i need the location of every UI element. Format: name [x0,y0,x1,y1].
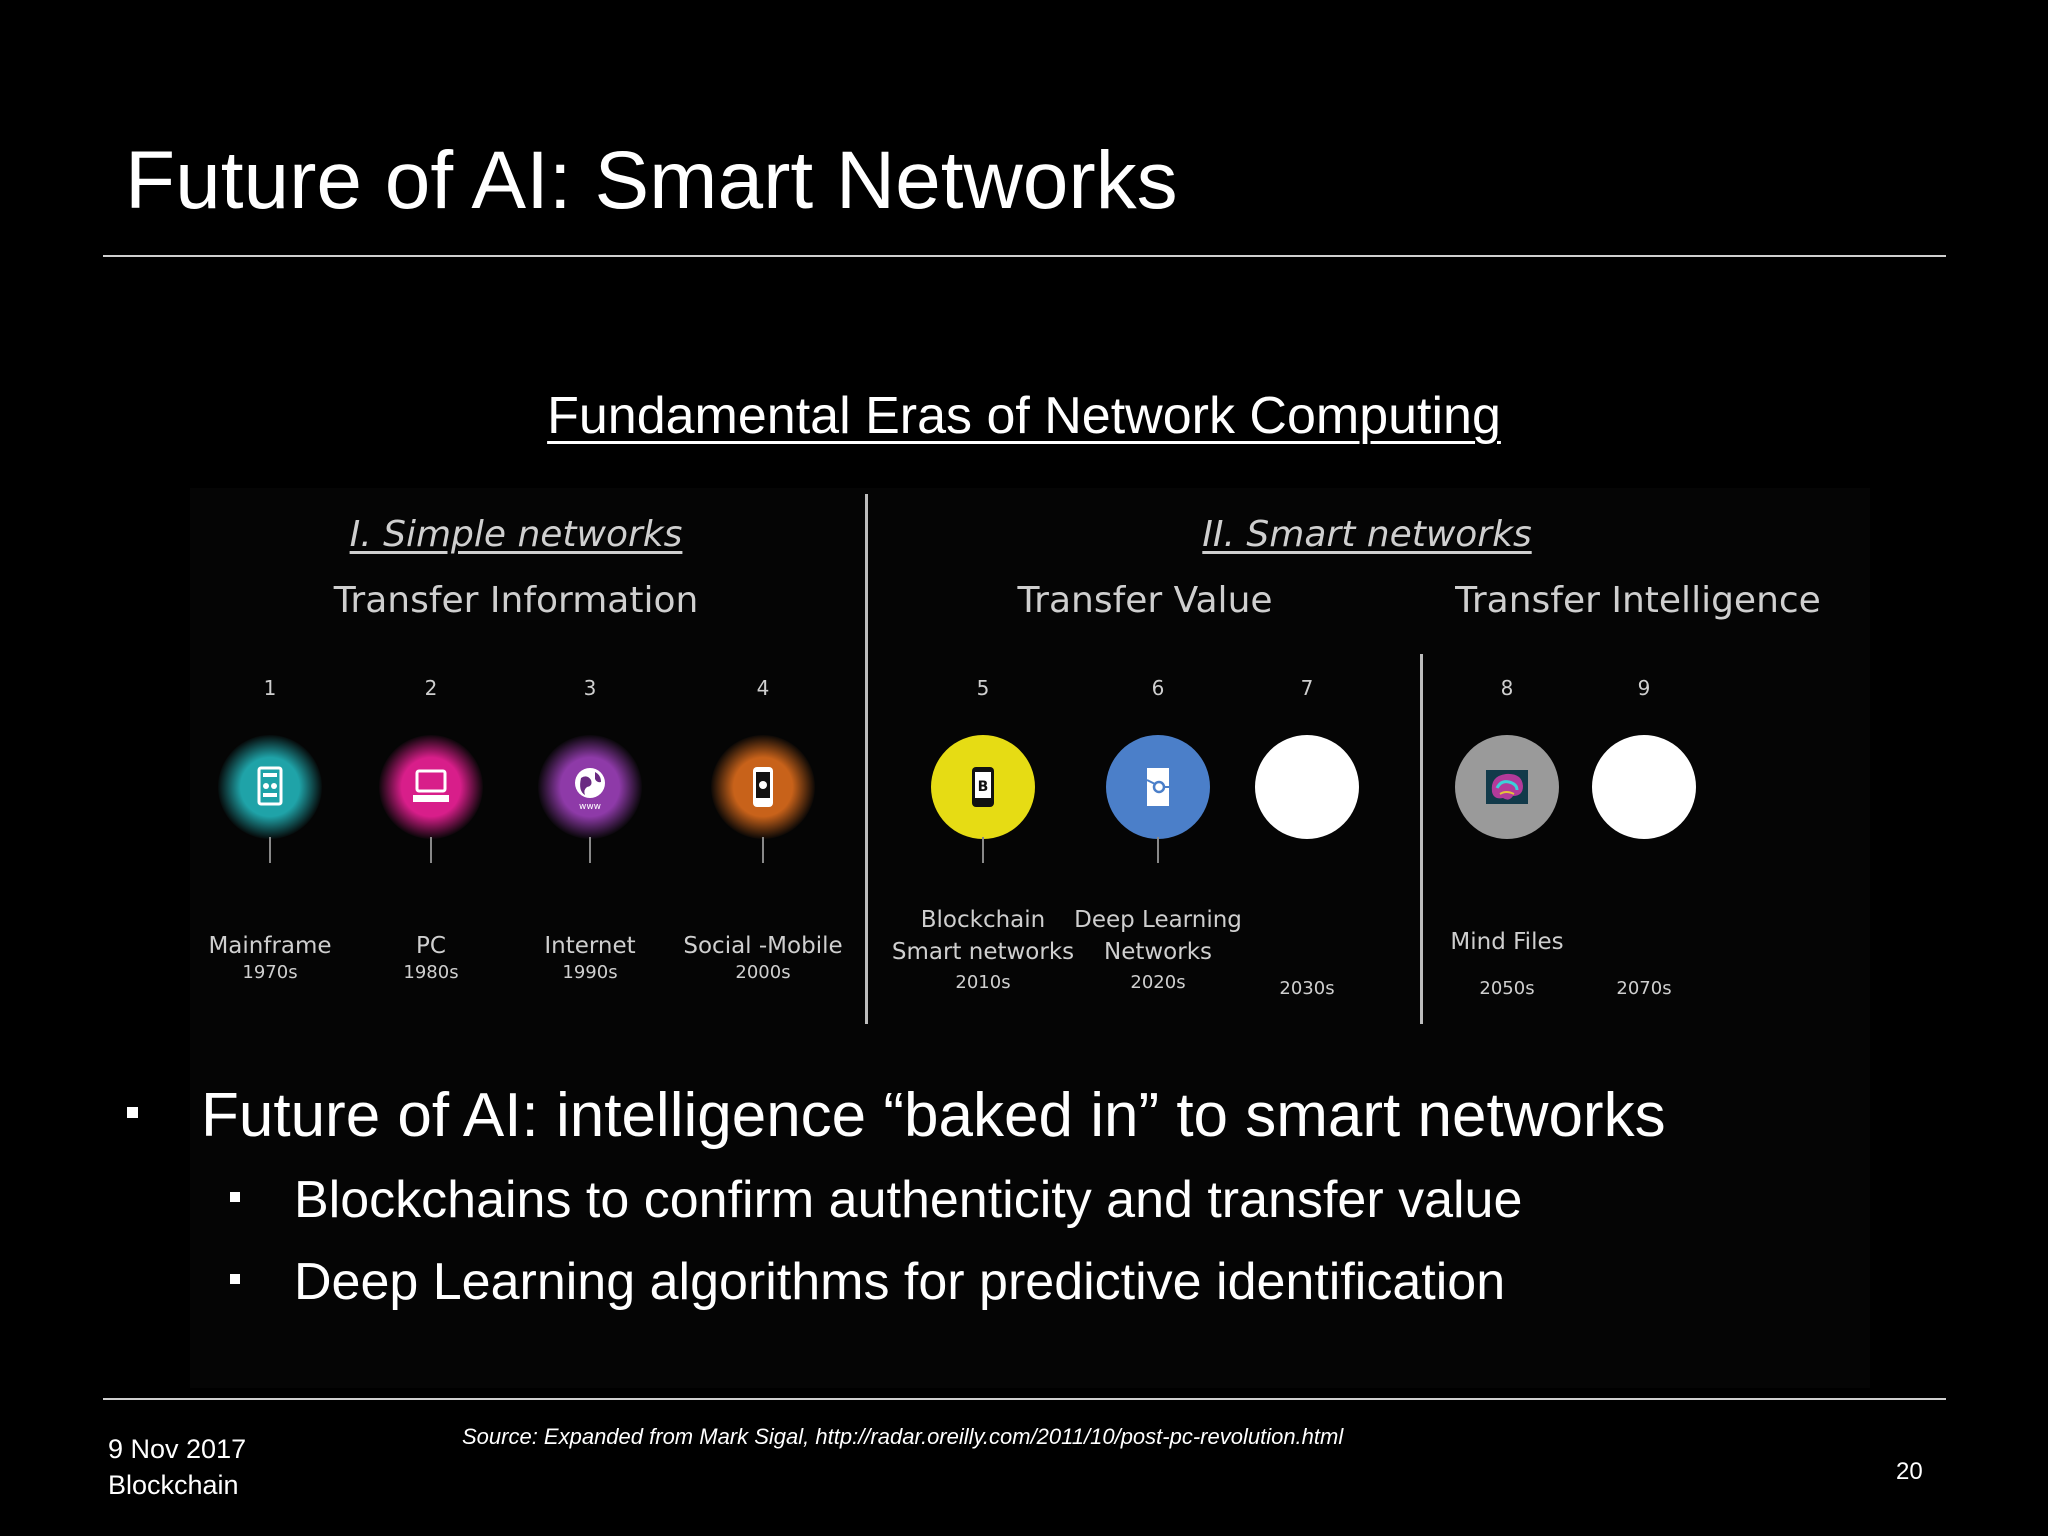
source-citation: Source: Expanded from Mark Sigal, http:/… [462,1424,1344,1449]
icon-stem [430,837,432,863]
icon-stem [269,837,271,863]
pc-icon [379,735,483,839]
era-label: Social -Mobile [683,933,843,959]
icon-stem [982,837,984,863]
era-label: Mainframe [208,933,332,959]
icon-stem [589,837,591,863]
simple-networks-heading: I. Simple networks [349,514,683,555]
title-divider [103,255,1946,257]
era-number: 6 [1151,676,1165,700]
icon-stem [1157,837,1159,863]
icon-stem [762,837,764,863]
era-number: 1 [263,676,277,700]
era-group-separator [865,494,868,1024]
era-number: 5 [976,676,990,700]
era-label: Mind Files [1450,929,1564,955]
era-year: 2020s [1130,972,1186,993]
bullet-main: Future of AI: intelligence “baked in” to… [127,1080,1666,1151]
era-number: 2 [424,676,438,700]
transfer-information-heading: Transfer Information [333,580,699,621]
era-number: 3 [583,676,597,700]
bullet-square [127,1107,138,1118]
era-number: 7 [1300,676,1314,700]
blank-circle-icon [1592,735,1696,839]
mobile-icon [711,735,815,839]
era-year: 2070s [1616,978,1672,999]
bullet-square [230,1192,240,1202]
era-year: 2030s [1279,978,1335,999]
era-year: 1980s [403,962,459,983]
era-number: 8 [1500,676,1514,700]
footer-divider [103,1398,1946,1400]
era-label: Blockchain Smart networks [891,907,1075,966]
footer-date: 9 Nov 2017 [108,1434,247,1464]
page-number: 20 [1896,1458,1923,1485]
diagram-title: Fundamental Eras of Network Computing [547,387,1501,445]
era-number: 4 [756,676,770,700]
svg-text:B: B [978,779,989,795]
brain-icon [1455,735,1559,839]
eras-diagram: I. Simple networks Transfer Information … [190,488,1870,1388]
era-label: PC [416,933,446,959]
bullet-sub-2-text: Deep Learning algorithms for predictive … [294,1253,1506,1311]
era-year: 2000s [735,962,791,983]
transfer-intelligence-heading: Transfer Intelligence [1455,580,1821,621]
intelligence-separator [1420,654,1423,1024]
era-year: 2050s [1479,978,1535,999]
era-year: 2010s [955,972,1011,993]
bullet-main-text: Future of AI: intelligence “baked in” to… [201,1081,1666,1150]
bullet-square [230,1274,240,1284]
era-number: 9 [1637,676,1651,700]
deep-learning-icon [1106,735,1210,839]
era-year: 1990s [562,962,618,983]
bullet-sub-1: Blockchains to confirm authenticity and … [230,1170,1522,1230]
blockchain-icon: B [931,735,1035,839]
slide-title: Future of AI: Smart Networks [125,135,1178,226]
era-label: Deep Learning Networks [1074,907,1242,966]
globe-icon: www [538,735,642,839]
bullet-sub-2: Deep Learning algorithms for predictive … [230,1252,1505,1312]
svg-text:www: www [579,802,601,812]
bullet-sub-1-text: Blockchains to confirm authenticity and … [294,1171,1523,1229]
blank-circle-icon [1255,735,1359,839]
mainframe-icon [218,735,322,839]
smart-networks-heading: II. Smart networks [1202,514,1532,555]
transfer-value-heading: Transfer Value [1017,580,1273,621]
era-label: Internet [544,933,636,959]
era-year: 1970s [242,962,298,983]
footer-topic: Blockchain [108,1470,239,1500]
